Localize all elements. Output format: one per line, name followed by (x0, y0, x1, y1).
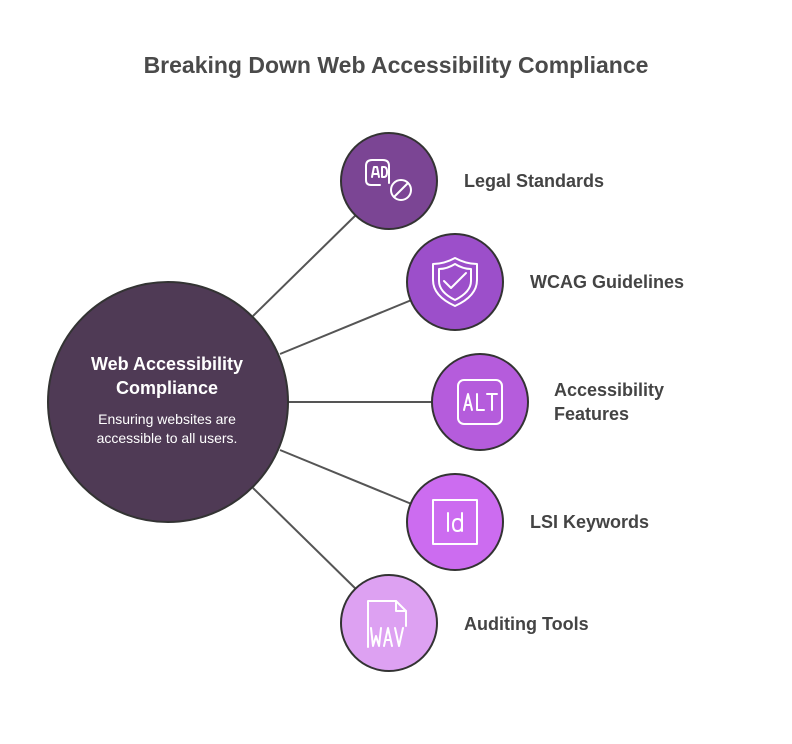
node-auditing-tools-circle (340, 574, 438, 672)
node-wcag-guidelines (406, 233, 504, 331)
node-accessibility-features-circle (431, 353, 529, 451)
center-node (47, 281, 289, 523)
shield-check-icon (432, 257, 478, 307)
connector-legal-standards (252, 210, 361, 317)
connector-wcag-guidelines (279, 298, 415, 355)
node-label-lsi-keywords: LSI Keywords (530, 512, 650, 532)
node-label-legal-standards: Legal Standards (464, 171, 605, 191)
center-node-title: Web Accessibility Compliance (90, 354, 244, 398)
node-wcag-guidelines-circle (406, 233, 504, 331)
connector-lsi-keywords (279, 449, 415, 506)
ad-block-icon (365, 159, 412, 201)
node-label-accessibility-features: Accessibility Features (554, 380, 665, 424)
alt-text-icon (457, 379, 503, 425)
connector-auditing-tools (252, 487, 361, 594)
node-label-wcag-guidelines: WCAG Guidelines (530, 272, 685, 292)
node-accessibility-features (431, 353, 529, 451)
node-legal-standards (340, 132, 438, 230)
center-node-description: Ensuring websites are accessible to all … (96, 411, 238, 446)
node-lsi-keywords-circle (406, 473, 504, 571)
id-document-icon (432, 499, 478, 545)
diagram-title: Breaking Down Web Accessibility Complian… (143, 52, 649, 78)
node-label-auditing-tools: Auditing Tools (464, 614, 589, 634)
node-auditing-tools (340, 574, 438, 672)
node-lsi-keywords (406, 473, 504, 571)
center-node-text: Web Accessibility Compliance Ensuring we… (62, 352, 272, 448)
wav-file-icon (367, 600, 407, 648)
connectors (252, 210, 434, 594)
